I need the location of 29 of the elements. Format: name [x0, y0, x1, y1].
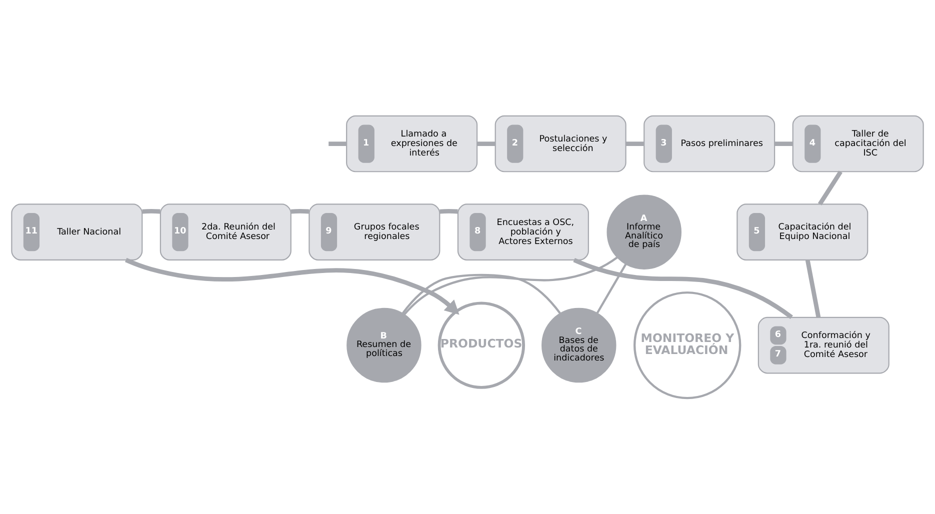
connector	[290, 209, 310, 214]
node-box: 10 2da. Reunión del Comité Asesor	[160, 204, 292, 260]
node-circle: A Informe Analítico de país	[606, 194, 682, 270]
connector	[818, 170, 842, 206]
node-circle: B Resumen de políticas	[346, 308, 422, 383]
node-box: 8 Encuestas a OSC, población y Actores Externos	[457, 204, 589, 260]
node-circle: MONITOREO Y EVALUACIÓN	[633, 291, 742, 400]
node-box: 4 Taller de capacitación del ISC	[792, 115, 924, 172]
connector	[402, 274, 561, 314]
connector	[774, 142, 793, 146]
connector	[805, 260, 821, 318]
node-box: 9 Grupos focales regionales	[308, 204, 440, 260]
connector	[440, 209, 458, 214]
node-circle: PRODUCTOS	[438, 302, 526, 389]
node-box: 5 Capacitación del Equipo Nacional	[736, 204, 868, 260]
connector	[328, 142, 346, 146]
node-box: 2 Postulaciones y selección	[494, 115, 626, 172]
node-box: 1 Llamado a expresiones de interés	[346, 115, 478, 172]
connector	[573, 258, 793, 320]
node-box: 6 7 Conformación y 1ra. reunió del Comité Asesor	[758, 316, 890, 374]
arrow	[125, 258, 460, 315]
connector	[142, 209, 160, 214]
node-box: 11 Taller Nacional	[11, 204, 143, 260]
node-box: 3 Pasos preliminares	[644, 115, 776, 172]
connector	[477, 142, 496, 146]
connector	[404, 256, 618, 316]
node-circle: C Bases de datos de indicadores	[542, 308, 616, 383]
connector	[596, 264, 627, 314]
connector	[626, 142, 644, 146]
